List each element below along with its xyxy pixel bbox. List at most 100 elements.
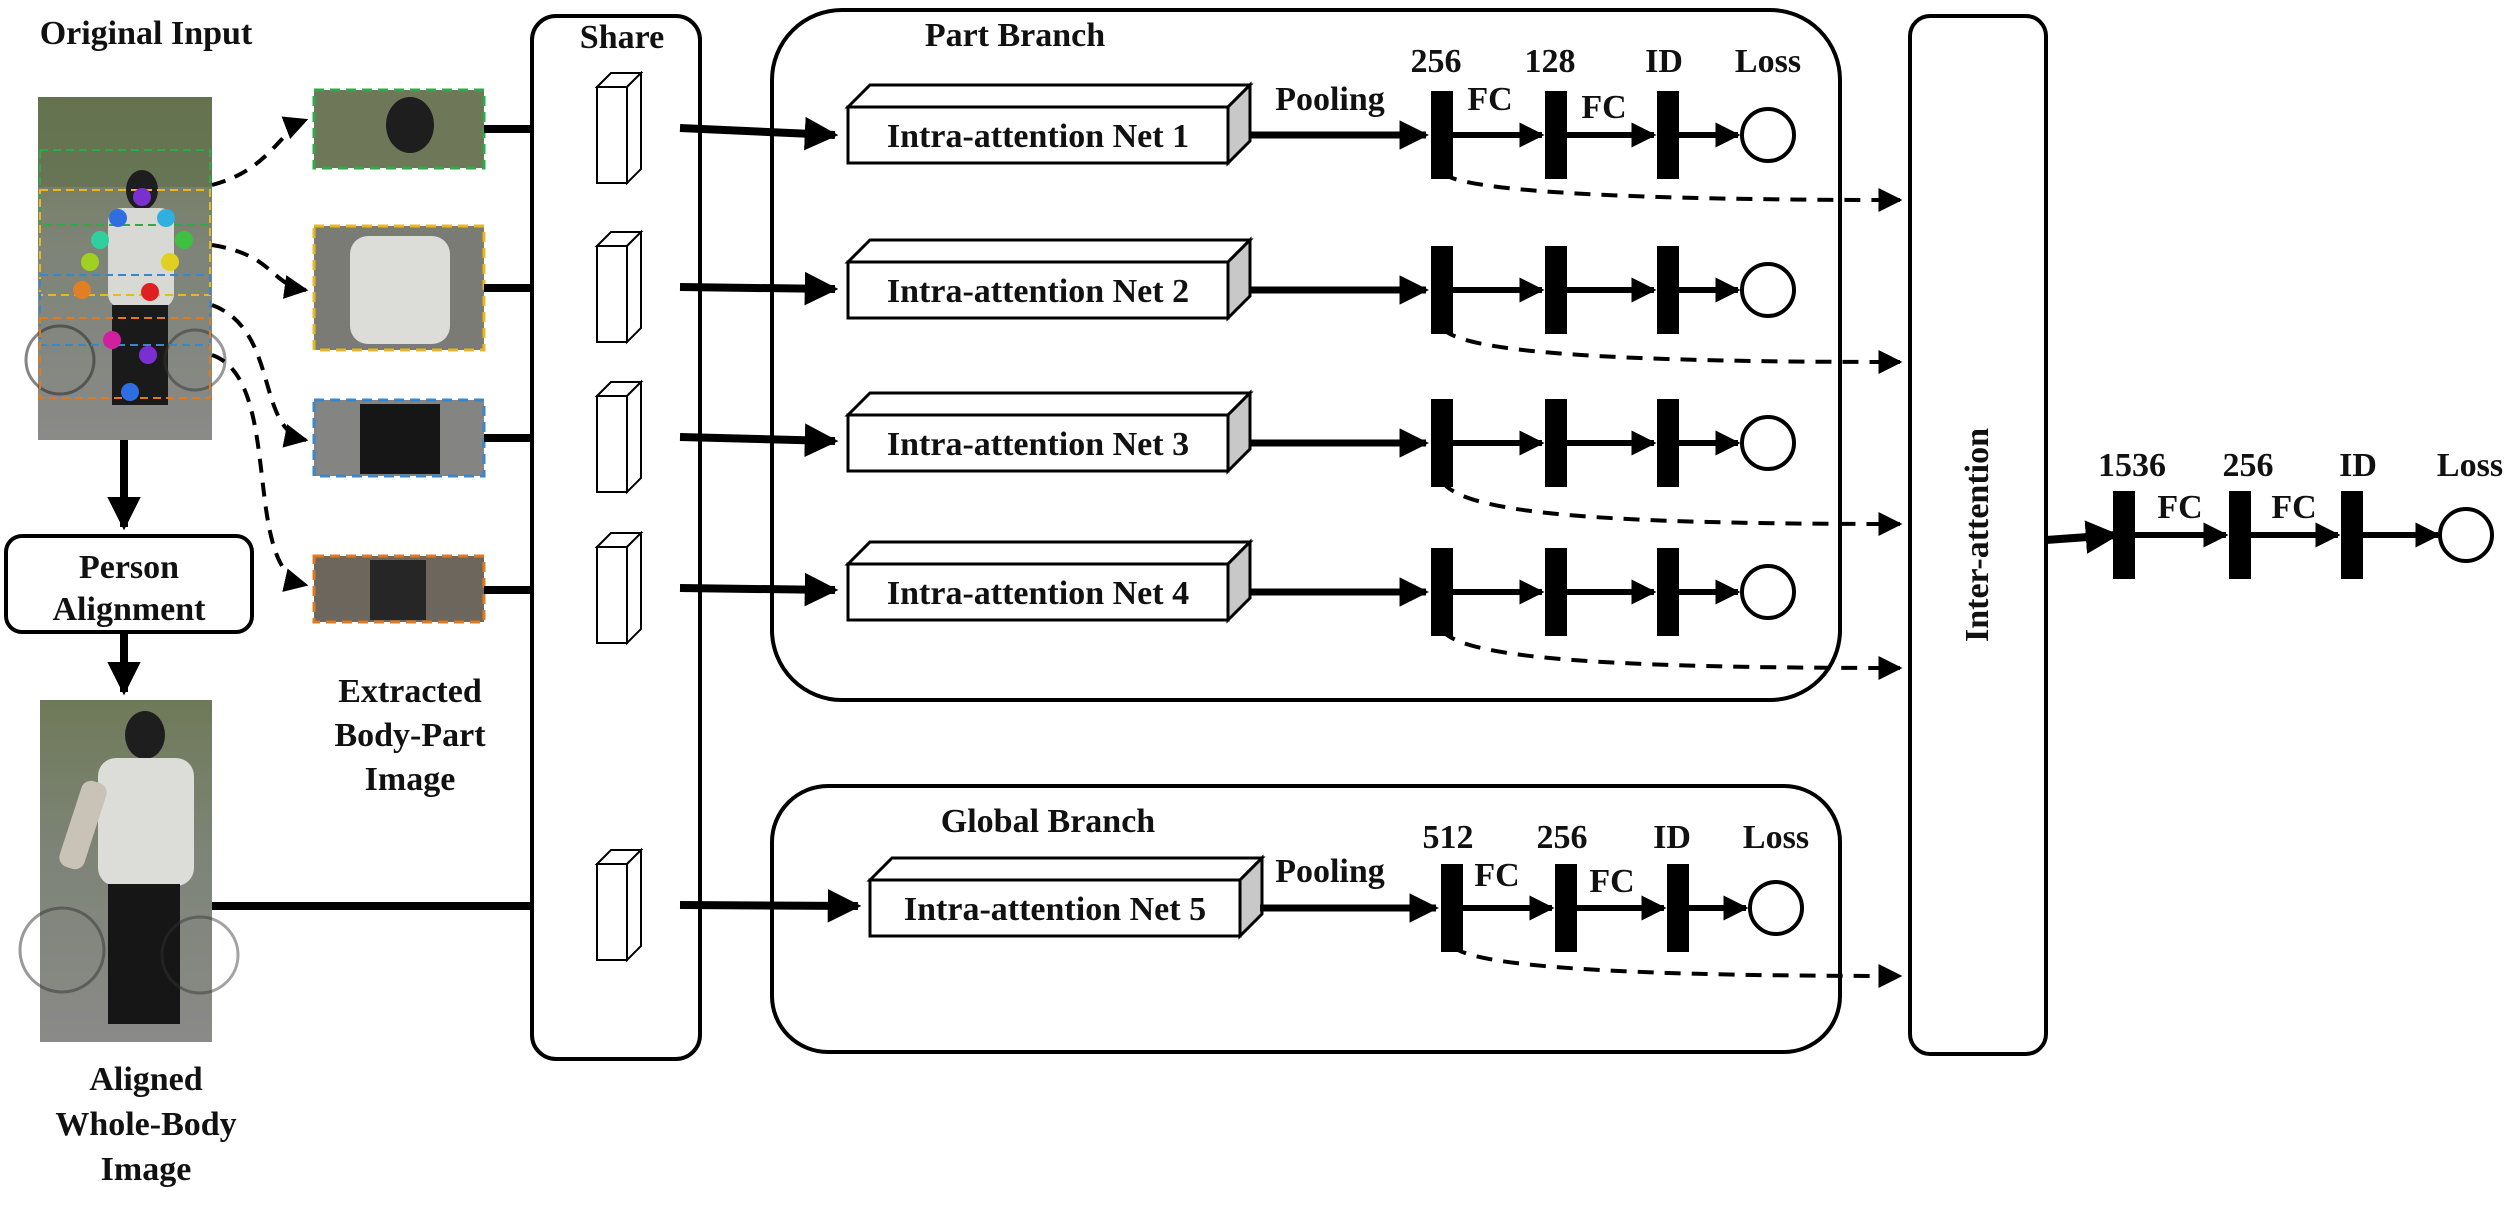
keypoints: [73, 188, 193, 401]
fc-layer-bar: [1657, 246, 1679, 334]
share-to-intra-arrows: [679, 116, 862, 923]
fc-layer-bar: [1441, 864, 1463, 952]
inter-attention-box: Inter-attention: [1908, 14, 2048, 1056]
fc-layer-bar: [1657, 548, 1679, 636]
intra-attention-net-label: Intra-attention Net 4: [887, 575, 1189, 612]
final-fc-bar: [2113, 491, 2135, 579]
fc-row-1: [1250, 91, 1903, 212]
body-part-crop-2: [312, 224, 486, 352]
final-id-label: ID: [2339, 447, 2377, 484]
share-conv-block: [594, 229, 644, 345]
global-id-label: ID: [1653, 819, 1691, 856]
body-part-crop-4: [312, 554, 486, 624]
intra-attention-nets: Intra-attention Net 1 Intra-attention Net…: [844, 81, 1266, 940]
fc-row-3: [1250, 399, 1903, 536]
intra-attention-net-3: Intra-attention Net 3: [844, 389, 1254, 475]
global-branch-container: Global Branch: [770, 784, 1842, 1054]
svg-text:Alignment: Alignment: [53, 591, 207, 628]
body-part-crop-3: [312, 398, 486, 478]
global-dim-1: 512: [1423, 819, 1474, 856]
part-branch-label: Part Branch: [925, 17, 1105, 54]
fc-layer-bar: [1657, 399, 1679, 487]
final-dim-1: 1536: [2098, 447, 2166, 484]
global-fc-label-1: FC: [1474, 857, 1519, 894]
person-alignment-box: Person Alignment: [4, 534, 254, 634]
part-fc-label-2: FC: [1581, 89, 1626, 126]
keypoint-marker: [91, 231, 109, 249]
part-loss-label: Loss: [1735, 43, 1801, 80]
keypoint-marker: [121, 383, 139, 401]
final-loss-label: Loss: [2437, 447, 2503, 484]
final-fc-label-2: FC: [2271, 489, 2316, 526]
body-part-crop-1: [312, 88, 486, 170]
intra-attention-net-label: Intra-attention Net 2: [887, 273, 1189, 310]
keypoint-marker: [103, 331, 121, 349]
intra-attention-net-label: Intra-attention Net 5: [904, 891, 1206, 928]
loss-node: [1740, 415, 1796, 471]
extracted-label-1: Extracted: [338, 673, 482, 710]
final-fc-head: [2113, 491, 2494, 579]
loss-node: [1740, 107, 1796, 163]
aligned-whole-body-image: [18, 700, 240, 1042]
inter-to-final-arrow: [2045, 520, 2120, 554]
fc-layer-bar: [1555, 864, 1577, 952]
share-conv-block: [594, 379, 644, 495]
fc-layer-bar: [1545, 91, 1567, 179]
keypoint-marker: [157, 209, 175, 227]
fc-layer-bar: [1545, 399, 1567, 487]
global-branch-label: Global Branch: [941, 803, 1156, 840]
fc-layer-bar: [1431, 399, 1453, 487]
part-dim-2: 128: [1525, 43, 1576, 80]
keypoint-marker: [133, 188, 151, 206]
fc-layer-bar: [1431, 91, 1453, 179]
final-fc-bar: [2229, 491, 2251, 579]
fc-layers: [1250, 91, 1903, 988]
keypoint-marker: [141, 283, 159, 301]
loss-node: [1740, 262, 1796, 318]
share-label: Share: [580, 19, 664, 56]
keypoint-marker: [161, 253, 179, 271]
final-fc-bar: [2341, 491, 2363, 579]
final-fc-label-1: FC: [2157, 489, 2202, 526]
svg-text:Person: Person: [79, 549, 179, 586]
part-dim-1: 256: [1411, 43, 1462, 80]
loss-node: [1748, 880, 1804, 936]
intra-attention-net-5: Intra-attention Net 5: [866, 854, 1266, 940]
part-id-label: ID: [1645, 43, 1683, 80]
fc-row-5: [1260, 864, 1903, 988]
loss-node: [1740, 564, 1796, 620]
fc-row-2: [1250, 246, 1903, 374]
global-dim-2: 256: [1537, 819, 1588, 856]
global-loss-label: Loss: [1743, 819, 1809, 856]
crop-connectors: [211, 116, 309, 592]
keypoint-marker: [109, 209, 127, 227]
intra-attention-net-4: Intra-attention Net 4: [844, 538, 1254, 624]
feature-to-inter-attention-connector: [1440, 479, 1903, 536]
fc-layer-bar: [1545, 246, 1567, 334]
part-branch-container: Part Branch: [770, 8, 1842, 702]
fc-layer-bar: [1431, 246, 1453, 334]
keypoint-marker: [73, 281, 91, 299]
shared-conv-blocks: [594, 70, 644, 963]
keypoint-marker: [175, 231, 193, 249]
svg-text:Inter-attention: Inter-attention: [1959, 428, 1996, 642]
pooling-label-global: Pooling: [1275, 853, 1385, 890]
aligned-label-3: Image: [101, 1151, 192, 1188]
keypoint-marker: [139, 346, 157, 364]
keypoint-marker: [81, 253, 99, 271]
fc-layer-bar: [1431, 548, 1453, 636]
fc-row-4: [1250, 548, 1903, 680]
intra-attention-net-2: Intra-attention Net 2: [844, 236, 1254, 322]
fc-layer-bar: [1667, 864, 1689, 952]
original-input-label: Original Input: [40, 15, 253, 52]
final-loss-node: [2438, 507, 2494, 563]
intra-attention-net-label: Intra-attention Net 1: [887, 118, 1189, 155]
final-dim-2: 256: [2223, 447, 2274, 484]
fc-layer-bar: [1545, 548, 1567, 636]
share-conv-block: [594, 70, 644, 186]
fc-layer-bar: [1657, 91, 1679, 179]
share-conv-block: [594, 530, 644, 646]
original-input-image: [24, 97, 227, 440]
pooling-label-part: Pooling: [1275, 81, 1385, 118]
